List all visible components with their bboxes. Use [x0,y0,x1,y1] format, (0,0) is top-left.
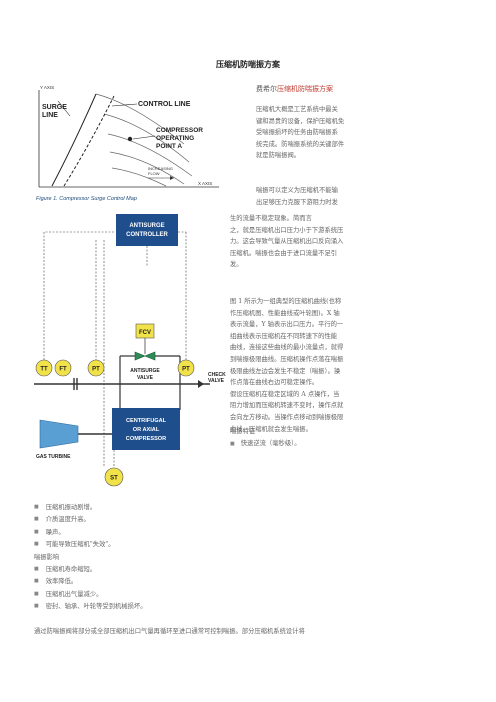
compressor-label-2: OR AXIAL [133,427,160,433]
fcv-label: FCV [139,330,151,336]
text-line: 压缩机。喘振也会由于进口流量不足引 [230,249,338,257]
pt-inlet-label: PT [92,367,100,373]
text-line: 阻力增加而压缩机转速不变时，操作点就 [230,402,344,410]
figure1-surge-map: Y AXIS X AXIS SURGE LINE CONTROL LINE CO… [36,85,219,202]
tt-instrument [35,359,53,377]
text-line: 会向左方移动。当操作点移动到喘振极限 [230,413,344,421]
text-line: 发。 [230,261,243,269]
y-axis-label: Y AXIS [40,85,54,90]
text-line: 力。这会导致气量从压缩机出口反向涌入 [230,238,344,246]
bullet-item: 压缩机振动剧增。 [34,502,146,514]
antisurge-controller-box [116,214,178,246]
pt-outlet-instrument [177,359,195,377]
text-line: 作压缩机图、性能曲线或叶轮图)。X 轴 [230,309,340,317]
intro-link[interactable]: 压缩机防喘振方案 [277,85,333,93]
text-line: 喘振可以定义为压缩机不能输 [256,187,338,194]
flow-arrow-icon [170,176,174,180]
operating-point-label-1: COMPRESSOR [156,127,203,134]
check-valve-label-1: CHECK [208,372,226,378]
bullet-item: 介质温度升高。 [34,514,146,526]
bullet-item: ■快速逆流（毫秒级）。 [230,439,301,447]
text-line: 极限曲线左边会发生不稳定（喘振）。操 [230,367,341,375]
text-line: 假设压缩机在稳定区域的 A 点操作，当 [230,390,340,398]
text-line: 作点落在曲线右边可稳定操作。 [230,379,319,387]
check-valve-icon [198,380,204,388]
paragraph-5: 喘振特征 ■快速逆流（毫秒级）。 [230,426,378,450]
check-valve-label-2: VALVE [208,378,225,384]
bullet-item: 密封、轴承、叶轮等受到机械损坏。 [34,601,147,613]
paragraph-4: 图 1 所示为一组典型的压缩机曲线(也称 作压缩机图、性能曲线或叶轮图)。X 轴… [230,296,378,435]
ft-label: FT [59,367,67,373]
text-line: 表示流量，Y 轴表示出口压力。平行的一 [230,321,344,329]
valve-label-1: ANTISURGE [130,368,160,374]
tt-label: TT [40,367,48,373]
page-title: 压缩机防喘振方案 [216,59,280,69]
text-line: 就是防喘振阀。 [256,152,301,160]
paragraph-1: 压缩机大概是工艺系统中最关 键和昂贵的设备，保护压缩机免 受喘振损坏的任务由防喘… [256,104,376,162]
pt-inlet-instrument [87,359,105,377]
speed-curve [109,151,185,185]
x-axis-label: X AXIS [198,181,212,186]
gas-turbine-icon [39,419,79,449]
text-line: 组曲线表示压缩机在不同转速下的性能 [230,332,338,340]
surge-line [51,93,97,187]
text-line: 曲线，压缩机就会发生喘振。 [230,425,312,433]
controller-label-1: ANTISURGE [129,223,164,229]
speed-curve [103,113,190,163]
controller-label-2: CONTROLLER [126,232,168,238]
surge-features-heading: 喘振特征 [230,428,256,435]
text-line: 统完成。防喘振系统的关键部件 [256,140,345,148]
text-line: 生的流量不稳定现象。简而言 [230,215,312,222]
flow-label-2: FLOW [148,171,160,176]
text-line: 之，就是压缩机出口压力小于下游系统压 [230,226,344,234]
figure1-caption: Figure 1. Compressor Surge Control Map [36,196,137,202]
intro-prefix: 费希尔 [256,85,277,93]
figure2-antisurge-loop: ANTISURGE CONTROLLER FCV ANTISURGE VALVE… [34,214,226,487]
speed-curve [107,133,193,177]
text-line: 到喘振极限曲线。压缩机操作点落在喘振 [230,355,344,363]
closing-line: 通过防喘振阀将部分或全部压缩机出口气量再循环至进口通常可控制喘振。部分压缩机系统… [34,628,305,635]
compressor-label-1: CENTRIFUGAL [126,418,167,424]
speed-curve [111,167,167,187]
st-label: ST [110,476,118,482]
bullet-item: 压缩机出气量减少。 [34,589,146,601]
ft-instrument [54,359,72,377]
operating-point-label-2: OPERATING [156,135,194,142]
bullet-item: 效率降低。 [34,576,146,588]
bullet-item: 可能导致压缩机"失效"。 [34,539,146,551]
intro-line: 费希尔压缩机防喘振方案 [256,84,333,94]
control-line-label: CONTROL LINE [138,101,191,108]
flow-label-1: INCREASING [148,166,173,171]
text-line: 图 1 所示为一组典型的压缩机曲线(也称 [230,298,342,305]
antisurge-valve-icon [134,351,156,361]
text-line: 曲线，连接这些曲线的最小流量点，就得 [230,344,344,352]
control-line [63,95,115,187]
surge-line-label-1: SURGE [42,104,67,111]
operating-point-label-3: POINT A [156,143,182,150]
operating-point-marker [127,136,133,142]
surge-line-label-2: LINE [42,112,58,119]
valve-label-2: VALVE [137,375,154,381]
paragraph-2: 喘振可以定义为压缩机不能输 出足够压力克服下游阻力时发 [256,185,376,208]
text-line: 键和昂贵的设备，保护压缩机免 [256,117,345,125]
compressor-box [112,408,180,450]
bullet-list: 压缩机振动剧增。 介质温度升高。 噪声。 可能导致压缩机"失效"。 喘振影响 压… [34,502,146,614]
pt-outlet-label: PT [182,367,190,373]
bullet-text: 快速逆流（毫秒级）。 [240,439,301,447]
compressor-label-3: COMPRESSOR [126,436,166,442]
bullet-item: 噪声。 [34,527,146,539]
gas-turbine-label: GAS TURBINE [36,454,71,460]
text-line: 压缩机大概是工艺系统中最关 [256,106,338,113]
speed-curve [95,93,185,145]
surge-effects-heading: 喘振影响 [34,553,60,561]
bullet-item: 压缩机寿命缩短。 [34,564,146,576]
text-line: 受喘振损坏的任务由防喘振系 [256,129,338,137]
paragraph-3: 生的流量不稳定现象。简而言 之，就是压缩机出口压力小于下游系统压 力。这会导致气… [230,213,378,271]
text-line: 出足够压力克服下游阻力时发 [256,198,338,206]
